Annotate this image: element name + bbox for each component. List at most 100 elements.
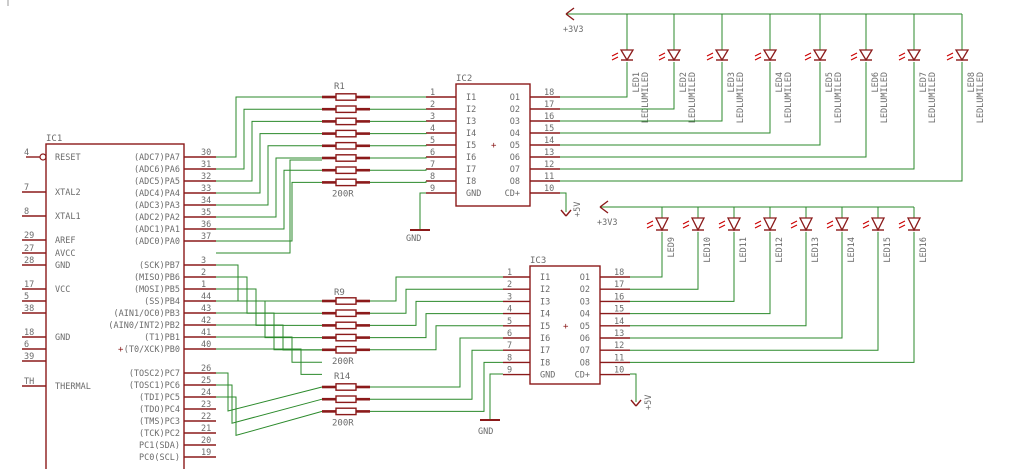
ic1-right-pin-label: (SCK)PB7	[139, 261, 180, 271]
driver-output-pin-number: 13	[544, 148, 554, 158]
led-symbol	[654, 217, 670, 232]
ic1-right-pin-label: (T0/XCK)PB0	[124, 345, 180, 355]
led-emission-rays	[754, 220, 762, 229]
led-name-label: LED5	[825, 72, 835, 92]
resistor-array-value: 200R	[332, 189, 354, 199]
ic1-right-pin-label: (TCK)PC2	[139, 429, 180, 439]
ic1-left-pin-number: 27	[24, 244, 34, 254]
led-symbol	[812, 49, 828, 62]
ic1-right-pin-label: (ADC4)PA4	[134, 189, 180, 199]
r14-to-ic3-input-wire	[370, 337, 503, 388]
ic1-right-pin-number: 22	[201, 412, 211, 422]
led-emission-rays	[646, 220, 654, 229]
driver-input-label: I3	[540, 297, 550, 307]
gnd-label-ic3: GND	[478, 427, 493, 437]
ic1-name: IC1	[46, 134, 62, 144]
ic1-left-pin-label: AVCC	[55, 249, 75, 259]
ic3-output-to-led-wire	[630, 232, 879, 351]
resistor-body	[335, 321, 357, 330]
r9-to-ic3-input-wire	[370, 288, 503, 314]
portb-to-r9-wire	[216, 348, 322, 375]
led-symbol	[714, 49, 730, 62]
driver-output-label: O8	[510, 177, 520, 187]
ic2-output-to-led-wire	[560, 62, 915, 170]
ic1-left-pin-number: 18	[24, 328, 34, 338]
led-symbol	[954, 49, 970, 62]
led-name-label: LED11	[739, 237, 749, 263]
ic2-output-to-led-wire	[560, 62, 867, 158]
ic1-right-pin-number: 33	[201, 184, 211, 194]
porta-to-r1-wire	[216, 133, 322, 194]
driver-output-label: O4	[510, 129, 520, 139]
ic1-left-pin-label: THERMAL	[55, 382, 91, 392]
resistor-body	[335, 129, 357, 138]
driver-output-label: O5	[580, 322, 590, 332]
ic3-output-to-led-wire	[630, 232, 843, 339]
driver-output-pin-number: 17	[544, 100, 554, 110]
portb-to-r9-wire	[216, 336, 322, 363]
ic1-body	[45, 143, 185, 469]
led-symbol	[870, 217, 886, 232]
ic1-right-pin-label: (ADC3)PA3	[134, 201, 180, 211]
ic2-gnd-wire	[419, 192, 426, 230]
ic1-left-pin-number: 5	[24, 292, 29, 302]
led-name-label: LED8	[967, 72, 977, 92]
driver-output-pin-number: 13	[614, 329, 624, 339]
resistor-body	[335, 166, 357, 175]
driver-output-label: O1	[580, 273, 590, 283]
portb-to-r9-wire	[216, 300, 322, 339]
portb-to-r9-wire	[216, 264, 322, 302]
driver-origin-cross: +	[491, 141, 497, 151]
led-symbol	[666, 49, 682, 62]
ic1-right-pin-label: PC0(SCL)	[139, 453, 180, 463]
driver-output-label: O4	[580, 310, 590, 320]
resistor-body	[335, 105, 357, 114]
led-emission-rays	[611, 52, 619, 61]
ic1-left-pin-label: XTAL1	[55, 212, 81, 222]
led-emission-rays	[790, 220, 798, 229]
driver-output-pin-number: 17	[614, 280, 624, 290]
driver-output-pin-number: 15	[544, 124, 554, 134]
driver-input-label: I8	[540, 358, 550, 368]
driver-input-pin-number: 7	[430, 160, 435, 170]
driver-output-pin-number: 12	[544, 160, 554, 170]
ic1-left-pin-label: XTAL2	[55, 188, 81, 198]
led-emission-rays	[898, 52, 906, 61]
ic1-right-pin-number: 34	[201, 196, 211, 206]
resistor-body	[335, 345, 357, 354]
led-emission-rays	[826, 220, 834, 229]
driver-input-label: I4	[466, 129, 476, 139]
ic1-right-pin-label: (SS)PB4	[144, 297, 180, 307]
ic1-right-pin-label: (MISO)PB6	[134, 273, 180, 283]
driver-ic-name: IC2	[456, 74, 472, 84]
ic1-left-pin-number: 4	[24, 148, 29, 158]
led-symbol	[619, 49, 635, 62]
driver-output-label: O7	[510, 165, 520, 175]
driver-output-label: O2	[510, 105, 520, 115]
ic1-right-pin-number: 31	[201, 160, 211, 170]
ic1-right-pin-number: 1	[201, 280, 206, 290]
driver-input-pin-number: 3	[430, 112, 435, 122]
ic1-right-pin-number: 42	[201, 316, 211, 326]
r1-to-ic2-input-wire	[370, 157, 427, 159]
led-name-label: LED7	[919, 72, 929, 92]
plus5v-arrow-ic2	[560, 209, 572, 217]
ic1-origin-cross: +	[118, 345, 124, 355]
driver-input-pin-number: 1	[430, 88, 435, 98]
r1-to-ic2-input-wire	[370, 145, 427, 147]
driver-output-pin-number: 12	[614, 341, 624, 351]
led-symbol	[726, 217, 742, 232]
ic1-right-pin-number: 44	[201, 292, 211, 302]
driver-input-label: I6	[466, 153, 476, 163]
resistor-array-name: R14	[334, 372, 350, 382]
led-emission-rays	[850, 52, 858, 61]
resistor-array-value: 200R	[332, 357, 354, 367]
driver-output-pin-number: 18	[544, 88, 554, 98]
driver-output-label: O1	[510, 93, 520, 103]
ic1-left-pin-label: RESET	[55, 153, 81, 163]
portc-to-r14-wire	[216, 396, 323, 437]
led-emission-rays	[862, 220, 870, 229]
driver-output-label: O3	[510, 117, 520, 127]
ic1-right-pin-number: 2	[201, 268, 206, 278]
driver-output-pin-number: 16	[614, 292, 624, 302]
